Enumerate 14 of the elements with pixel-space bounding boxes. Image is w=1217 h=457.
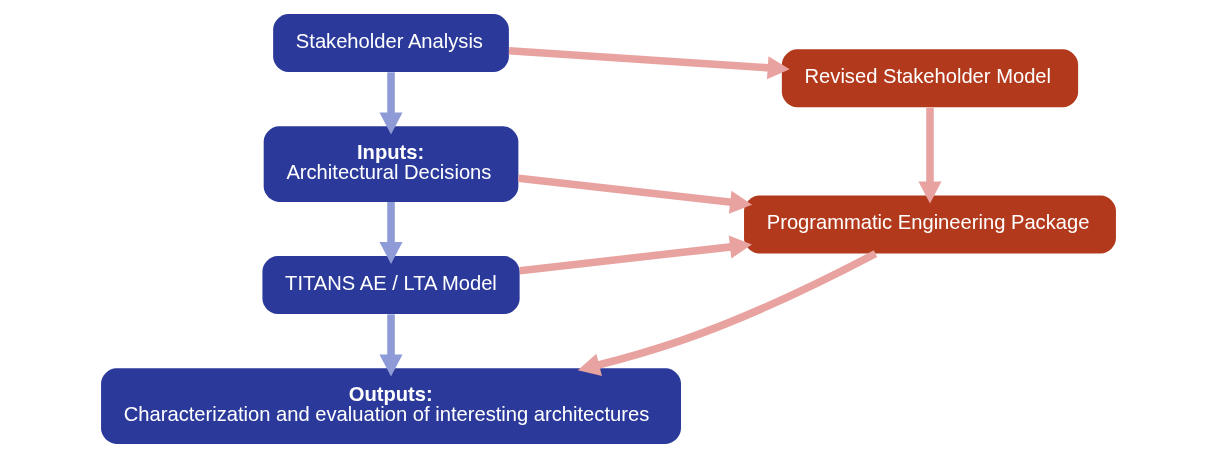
- node-box: Inputs: Architectural Decisions: [263, 125, 519, 202]
- node-box: Revised Stakeholder Model: [781, 48, 1079, 107]
- arrow: [508, 46, 790, 79]
- arrow: [918, 107, 942, 204]
- node-box: Outputs: Characterization and evaluation of interesting architectures: [101, 367, 681, 444]
- arrow: [379, 201, 403, 264]
- node-box: Stakeholder Analysis: [273, 13, 509, 72]
- node-box: TITANS AE / LTA Model: [262, 255, 520, 314]
- arrow: [517, 174, 753, 214]
- arrow: [577, 249, 878, 376]
- node-box: Programmatic Engineering Package: [744, 195, 1116, 254]
- arrow: [519, 235, 752, 274]
- arrow: [379, 313, 403, 376]
- arrow: [379, 71, 403, 134]
